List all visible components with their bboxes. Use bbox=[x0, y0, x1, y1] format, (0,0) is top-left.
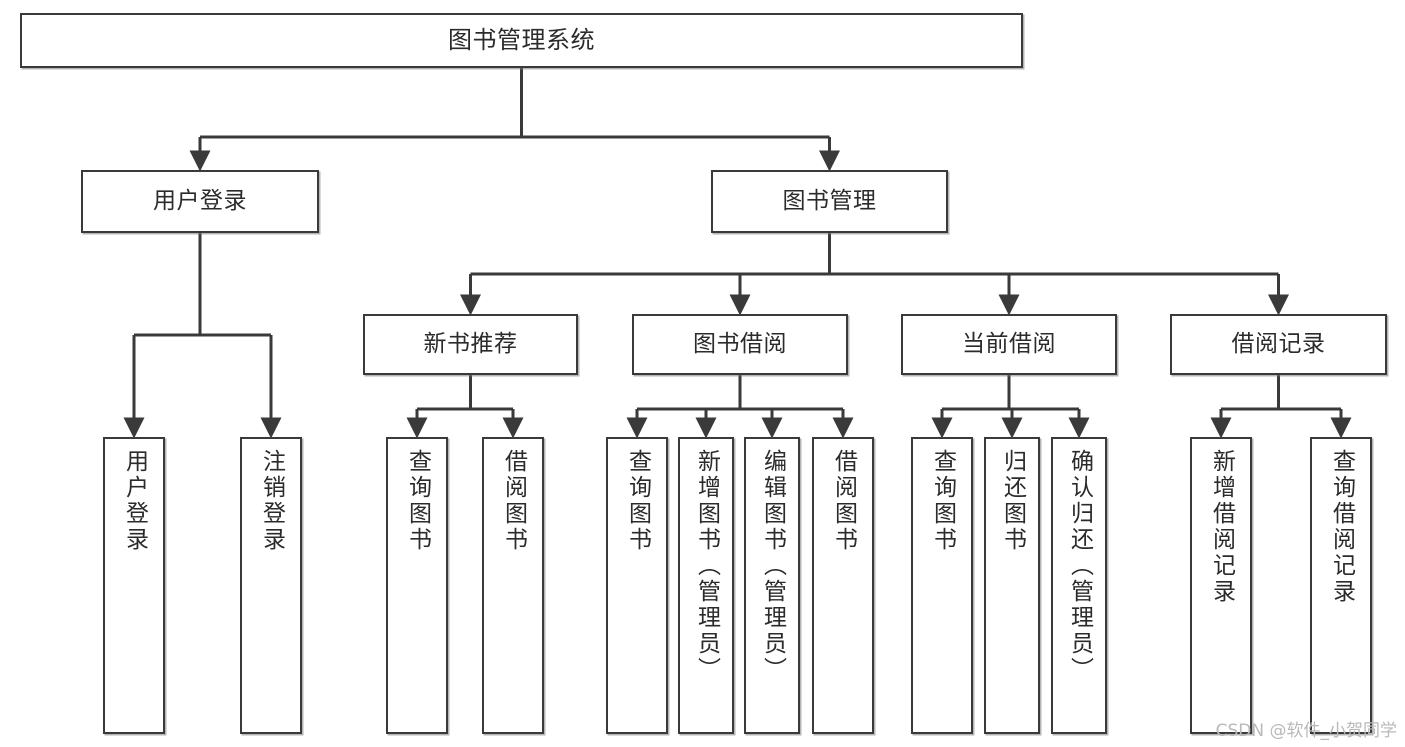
node-borrow-record-label: 借阅记录 bbox=[1231, 330, 1326, 357]
node-leaf-edit-book-admin[interactable]: 编辑图书（管理员） bbox=[744, 437, 800, 734]
node-leaf-new-borrow-book-label: 借阅图书 bbox=[500, 449, 527, 553]
node-new-book-recommend-label: 新书推荐 bbox=[423, 330, 518, 357]
node-leaf-add-borrow-record[interactable]: 新增借阅记录 bbox=[1190, 437, 1252, 734]
node-leaf-edit-book-admin-label: 编辑图书（管理员） bbox=[759, 449, 786, 683]
node-leaf-new-borrow-book[interactable]: 借阅图书 bbox=[482, 437, 544, 734]
node-leaf-user-logout[interactable]: 注销登录 bbox=[240, 437, 302, 734]
node-leaf-current-query-book[interactable]: 查询图书 bbox=[911, 437, 973, 734]
node-leaf-borrow-query-book[interactable]: 查询图书 bbox=[606, 437, 668, 734]
node-leaf-user-login[interactable]: 用户登录 bbox=[103, 437, 165, 734]
node-book-borrow[interactable]: 图书借阅 bbox=[632, 314, 848, 375]
node-leaf-borrow-book-label: 借阅图书 bbox=[830, 449, 857, 553]
node-leaf-new-query-book[interactable]: 查询图书 bbox=[386, 437, 448, 734]
node-leaf-add-book-admin-label: 新增图书（管理员） bbox=[693, 449, 720, 683]
node-leaf-borrow-book[interactable]: 借阅图书 bbox=[812, 437, 874, 734]
node-current-borrow[interactable]: 当前借阅 bbox=[901, 314, 1117, 375]
node-user-login-module[interactable]: 用户登录 bbox=[81, 170, 319, 233]
node-leaf-user-logout-label: 注销登录 bbox=[258, 449, 285, 553]
node-book-management-module-label: 图书管理 bbox=[782, 187, 877, 214]
node-leaf-return-book[interactable]: 归还图书 bbox=[984, 437, 1040, 734]
node-borrow-record[interactable]: 借阅记录 bbox=[1170, 314, 1387, 375]
node-leaf-query-borrow-record-label: 查询借阅记录 bbox=[1328, 449, 1355, 605]
node-root[interactable]: 图书管理系统 bbox=[20, 13, 1023, 68]
node-current-borrow-label: 当前借阅 bbox=[962, 330, 1056, 357]
node-leaf-current-query-book-label: 查询图书 bbox=[929, 449, 956, 553]
node-leaf-add-borrow-record-label: 新增借阅记录 bbox=[1208, 449, 1235, 605]
node-leaf-return-book-label: 归还图书 bbox=[999, 449, 1026, 553]
node-leaf-borrow-query-book-label: 查询图书 bbox=[624, 449, 651, 553]
node-leaf-add-book-admin[interactable]: 新增图书（管理员） bbox=[678, 437, 734, 734]
node-new-book-recommend[interactable]: 新书推荐 bbox=[363, 314, 578, 375]
watermark-text: CSDN @软件_小贺同学 bbox=[1215, 721, 1397, 741]
node-leaf-confirm-return-admin[interactable]: 确认归还（管理员） bbox=[1051, 437, 1107, 734]
node-user-login-module-label: 用户登录 bbox=[153, 187, 247, 214]
node-book-management-module[interactable]: 图书管理 bbox=[711, 170, 948, 233]
node-leaf-confirm-return-admin-label: 确认归还（管理员） bbox=[1066, 449, 1093, 683]
node-book-borrow-label: 图书借阅 bbox=[693, 330, 787, 357]
node-leaf-new-query-book-label: 查询图书 bbox=[404, 449, 431, 553]
node-leaf-query-borrow-record[interactable]: 查询借阅记录 bbox=[1310, 437, 1372, 734]
node-leaf-user-login-label: 用户登录 bbox=[121, 449, 148, 553]
node-root-label: 图书管理系统 bbox=[448, 26, 595, 55]
